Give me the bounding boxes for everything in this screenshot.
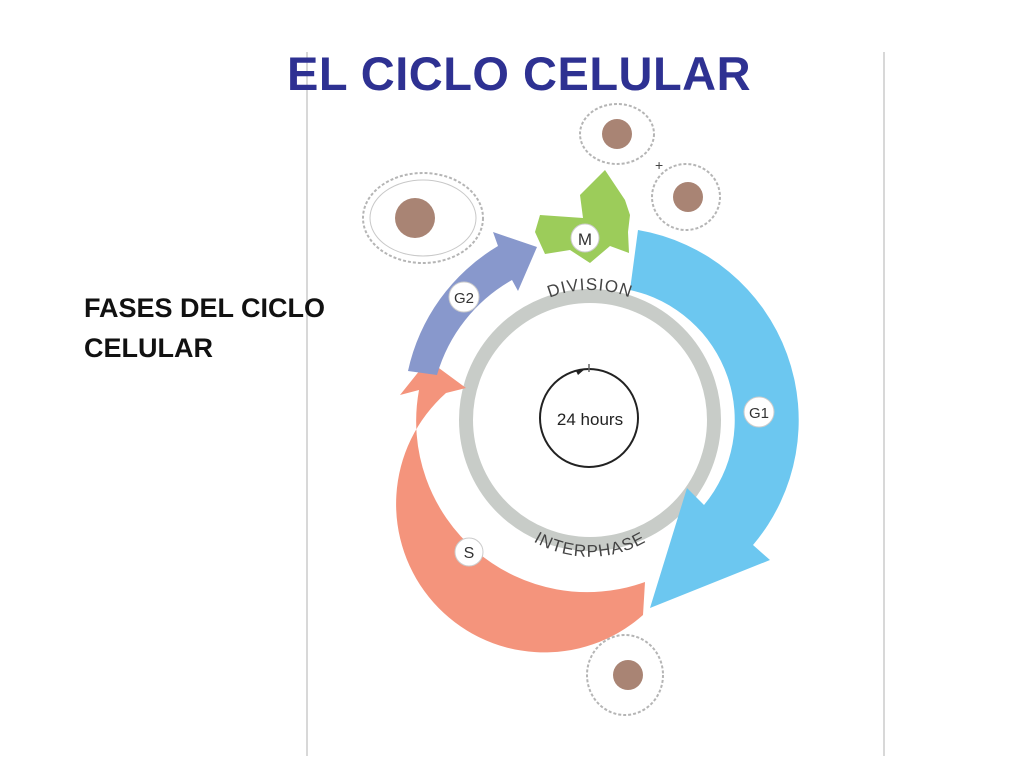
slide-frame-left — [306, 52, 308, 756]
phase-s: S — [454, 537, 484, 567]
nucleus-bottom — [613, 660, 643, 690]
g1-arrow — [630, 230, 799, 608]
phase-g1-label: G1 — [749, 405, 769, 422]
nucleus-top-right — [673, 182, 703, 212]
slide-frame-right — [883, 52, 885, 756]
slide-title: EL CICLO CELULAR — [287, 47, 752, 100]
phase-m-label: M — [578, 230, 592, 249]
phase-g2: G2 — [448, 281, 480, 313]
nucleus-top — [602, 119, 632, 149]
cell-top-right — [651, 163, 721, 231]
phase-g1: G1 — [743, 396, 775, 428]
inner-ring — [459, 289, 721, 551]
slide-subtitle: FASES DEL CICLO CELULAR — [84, 288, 325, 368]
phase-g2-label: G2 — [454, 290, 474, 307]
s-arrow — [396, 360, 645, 653]
plus-sign: + — [655, 157, 663, 173]
interphase-label: INTERPHASE — [531, 528, 648, 561]
m-arrow — [535, 170, 630, 263]
clock-label: 24 hours — [557, 410, 623, 429]
clock: 24 hours — [539, 364, 639, 468]
cell-top — [579, 103, 655, 165]
phase-s-label: S — [464, 545, 475, 562]
nucleus-top-left — [395, 198, 435, 238]
subtitle-line-2: CELULAR — [84, 333, 213, 363]
cell-bottom — [586, 634, 664, 716]
subtitle-line-1: FASES DEL CICLO — [84, 293, 326, 323]
clock-arrow-head — [576, 369, 585, 375]
cell-top-left — [362, 172, 484, 264]
phase-m: M — [570, 223, 600, 253]
